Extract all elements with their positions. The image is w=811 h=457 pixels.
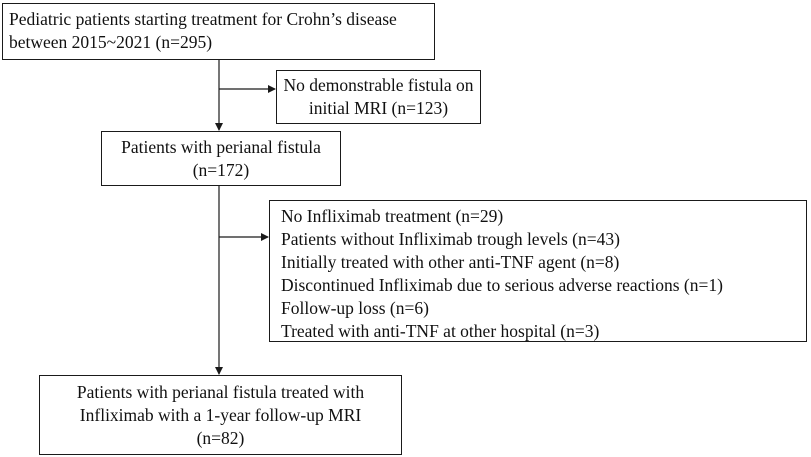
final-line-3: (n=82) bbox=[196, 428, 245, 448]
start-line-1: Pediatric patients starting treatment fo… bbox=[9, 9, 397, 29]
exclusion-no-fistula-box: No demonstrable fistula on initial MRI (… bbox=[276, 70, 481, 124]
exclusion-item: No Infliximab treatment (n=29) bbox=[281, 206, 504, 226]
final-cohort-box: Patients with perianal fistula treated w… bbox=[39, 375, 402, 455]
perianal-fistula-box: Patients with perianal fistula (n=172) bbox=[101, 131, 341, 186]
exclusion-1-line-1: No demonstrable fistula on bbox=[283, 75, 474, 95]
exclusion-1-line-2: initial MRI (n=123) bbox=[308, 98, 449, 118]
start-line-2: between 2015~2021 (n=295) bbox=[9, 32, 213, 52]
exclusion-criteria-box: No Infliximab treatment (n=29) Patients … bbox=[269, 200, 807, 342]
fistula-line-2: (n=172) bbox=[192, 160, 250, 180]
exclusion-item: Treated with anti-TNF at other hospital … bbox=[281, 321, 600, 341]
start-population-box: Pediatric patients starting treatment fo… bbox=[2, 3, 435, 60]
final-line-2: Infliximab with a 1-year follow-up MRI bbox=[79, 405, 362, 425]
fistula-line-1: Patients with perianal fistula bbox=[121, 137, 321, 157]
final-line-1: Patients with perianal fistula treated w… bbox=[76, 382, 365, 402]
exclusion-item: Discontinued Infliximab due to serious a… bbox=[281, 275, 723, 295]
exclusion-item: Patients without Infliximab trough level… bbox=[281, 229, 620, 249]
exclusion-item: Initially treated with other anti-TNF ag… bbox=[281, 252, 620, 272]
exclusion-item: Follow-up loss (n=6) bbox=[281, 298, 429, 318]
